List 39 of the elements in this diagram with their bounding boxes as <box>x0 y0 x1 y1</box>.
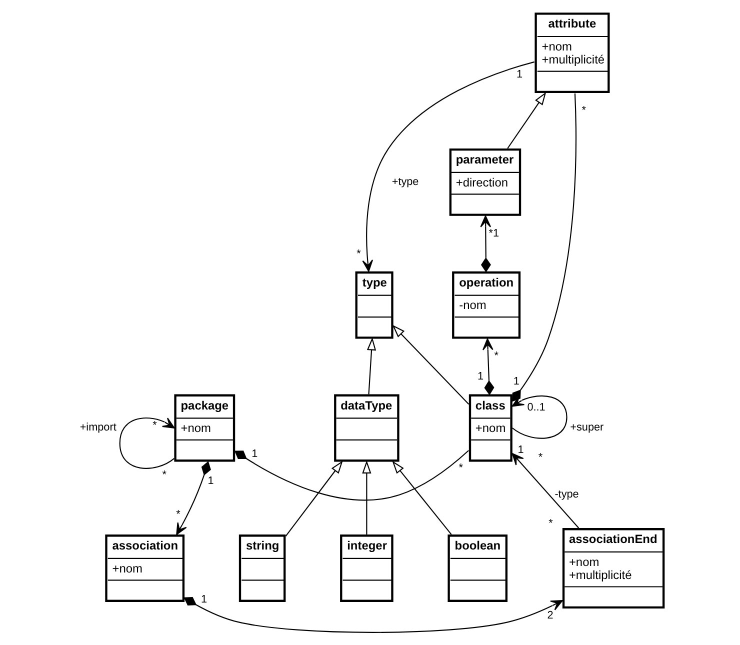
label: *1 <box>488 227 499 240</box>
arrow <box>176 461 210 535</box>
arrow <box>366 337 376 394</box>
arrow <box>183 596 562 633</box>
arrow <box>118 418 174 469</box>
label: 0..1 <box>526 401 545 414</box>
label: * <box>176 508 180 521</box>
label: * <box>458 462 463 474</box>
arrow <box>392 460 452 535</box>
arrow <box>511 453 579 528</box>
label: * <box>162 469 166 482</box>
arrow <box>511 395 567 439</box>
connector <box>511 93 576 402</box>
label: 1 <box>477 370 484 383</box>
arrow <box>480 215 491 272</box>
edge-label: +type <box>391 176 418 188</box>
label: * <box>152 419 156 432</box>
arrow <box>362 460 371 534</box>
arrow <box>284 460 342 536</box>
arrow <box>392 324 469 405</box>
arrow <box>506 92 546 149</box>
label: 1 <box>251 448 258 460</box>
connector <box>234 450 468 501</box>
label: 1 <box>512 375 519 388</box>
label: * <box>538 451 542 464</box>
label: * <box>494 350 498 362</box>
label: 2 <box>546 610 553 622</box>
edge-label: -type <box>554 488 578 501</box>
edge-label: +super <box>570 422 604 434</box>
arrow <box>362 61 534 272</box>
label: 1 <box>200 594 207 606</box>
edge-label: +import <box>79 422 116 434</box>
arrow <box>482 338 494 396</box>
label: * <box>356 248 360 260</box>
label: 1 <box>517 444 524 456</box>
label: 1 <box>207 475 214 488</box>
label: * <box>548 518 552 530</box>
label: * <box>581 104 586 117</box>
label: 1 <box>516 68 522 80</box>
